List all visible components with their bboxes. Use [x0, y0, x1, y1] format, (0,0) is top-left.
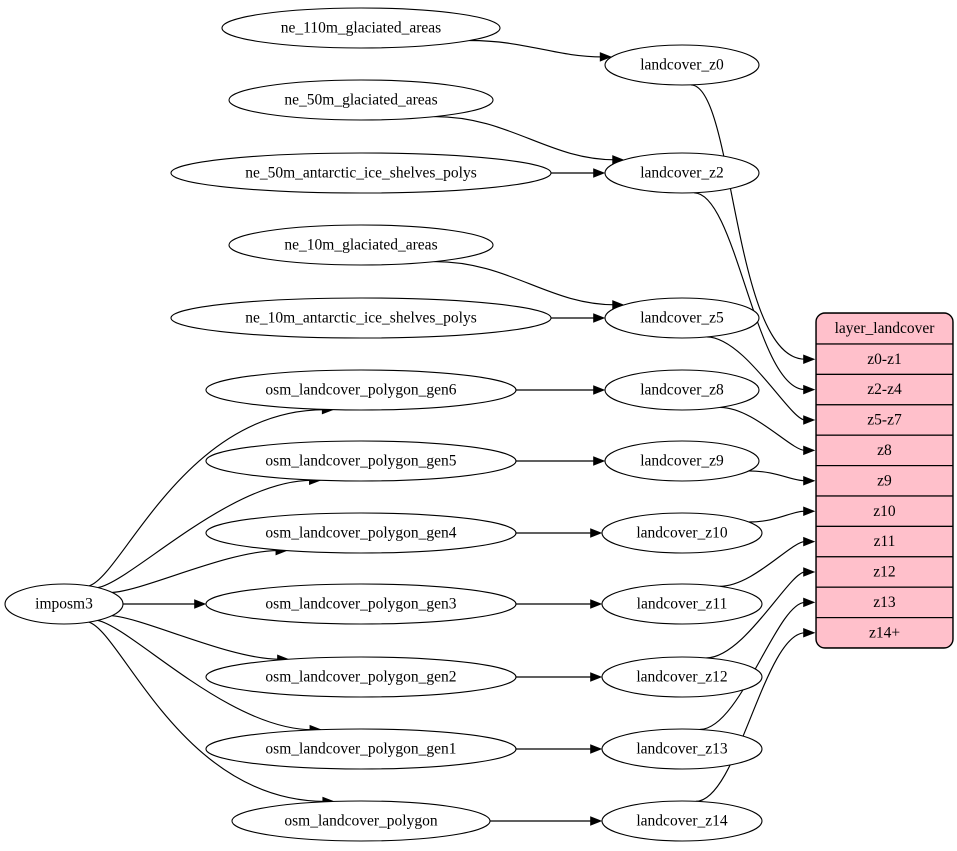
table-row-z10[interactable]: z10 — [816, 495, 953, 527]
node-osm_landcover_polygon_gen6[interactable]: osm_landcover_polygon_gen6 — [205, 369, 517, 411]
edge-osm_landcover_polygon_gen3-to-landcover_z11 — [516, 599, 603, 609]
table-header-cell: layer_landcover — [816, 313, 953, 345]
edge-imposm3-to-osm_landcover_polygon_gen3 — [123, 599, 207, 609]
edge-ne_50m_antarctic_ice_shelves_polys-to-landcover_z2 — [551, 168, 606, 178]
table-row-z5-z7[interactable]: z5-z7 — [816, 404, 953, 436]
node-landcover_z2[interactable]: landcover_z2 — [604, 152, 760, 194]
edge-landcover_z9-to-layer_landcover-z9 — [748, 470, 816, 486]
node-landcover_z9[interactable]: landcover_z9 — [604, 440, 760, 482]
node-osm_landcover_polygon_gen3[interactable]: osm_landcover_polygon_gen3 — [205, 583, 517, 625]
nodes-layer: ne_110m_glaciated_areas ne_50m_glaciated_… — [4, 7, 763, 842]
table-row-z2-z4[interactable]: z2-z4 — [816, 373, 953, 406]
node-osm_landcover_polygon[interactable]: osm_landcover_polygon — [231, 800, 491, 842]
edge-osm_landcover_polygon-to-landcover_z14 — [490, 816, 603, 826]
table-row-z12[interactable]: z12 — [816, 556, 953, 588]
edge-landcover_z2-to-layer_landcover-z2-z4 — [694, 192, 816, 395]
node-ne_10m_antarctic_ice_shelves_polys[interactable]: ne_10m_antarctic_ice_shelves_polys — [170, 297, 552, 339]
node-osm_landcover_polygon_gen1[interactable]: osm_landcover_polygon_gen1 — [205, 728, 517, 770]
edge-osm_landcover_polygon_gen6-to-landcover_z8 — [516, 385, 606, 395]
edge-landcover_z10-to-layer_landcover-z10 — [748, 506, 816, 523]
edge-landcover_z14-to-layer_landcover-z14+ — [695, 628, 816, 802]
node-landcover_z11[interactable]: landcover_z11 — [601, 583, 763, 625]
node-landcover_z14[interactable]: landcover_z14 — [601, 800, 763, 842]
table-row-z11[interactable]: z11 — [816, 525, 953, 558]
edge-imposm3-to-osm_landcover_polygon — [88, 621, 335, 807]
layer-landcover-table: layer_landcoverz0-z1z2-z4z5-z7z8z9z10z11… — [815, 312, 954, 649]
table-row-z13[interactable]: z13 — [816, 586, 953, 619]
node-landcover_z5[interactable]: landcover_z5 — [604, 297, 760, 339]
node-ne_50m_glaciated_areas[interactable]: ne_50m_glaciated_areas — [228, 79, 494, 121]
node-ne_10m_glaciated_areas[interactable]: ne_10m_glaciated_areas — [228, 224, 494, 266]
edge-landcover_z8-to-layer_landcover-z8 — [720, 406, 816, 456]
edge-osm_landcover_polygon_gen4-to-landcover_z10 — [516, 528, 603, 538]
edge-osm_landcover_polygon_gen2-to-landcover_z12 — [516, 672, 603, 682]
node-osm_landcover_polygon_gen5[interactable]: osm_landcover_polygon_gen5 — [205, 440, 517, 482]
table-row-z0-z1[interactable]: z0-z1 — [816, 343, 953, 375]
edge-landcover_z12-to-layer_landcover-z12 — [706, 567, 816, 659]
edge-landcover_z13-to-layer_landcover-z13 — [699, 597, 816, 731]
node-osm_landcover_polygon_gen4[interactable]: osm_landcover_polygon_gen4 — [205, 512, 517, 554]
edge-ne_10m_antarctic_ice_shelves_polys-to-landcover_z5 — [551, 313, 606, 323]
node-ne_50m_antarctic_ice_shelves_polys[interactable]: ne_50m_antarctic_ice_shelves_polys — [170, 152, 552, 194]
node-landcover_z10[interactable]: landcover_z10 — [601, 512, 763, 554]
edge-ne_110m_glaciated_areas-to-landcover_z0 — [469, 39, 612, 62]
edge-imposm3-to-osm_landcover_polygon_gen2 — [111, 615, 290, 665]
edge-landcover_z5-to-layer_landcover-z5-z7 — [706, 336, 816, 425]
edge-landcover_z0-to-layer_landcover-z0-z1 — [690, 84, 816, 364]
table-row-z14+[interactable]: z14+ — [816, 616, 953, 648]
table-row-z8[interactable]: z8 — [816, 434, 953, 467]
node-landcover_z13[interactable]: landcover_z13 — [601, 728, 763, 770]
edge-osm_landcover_polygon_gen1-to-landcover_z13 — [515, 744, 603, 754]
node-landcover_z8[interactable]: landcover_z8 — [604, 369, 760, 411]
node-ne_110m_glaciated_areas[interactable]: ne_110m_glaciated_areas — [221, 7, 501, 49]
edge-landcover_z11-to-layer_landcover-z11 — [719, 536, 816, 587]
edge-imposm3-to-osm_landcover_polygon_gen6 — [88, 404, 335, 587]
edges-layer — [88, 39, 816, 826]
node-osm_landcover_polygon_gen2[interactable]: osm_landcover_polygon_gen2 — [205, 656, 517, 698]
node-landcover_z0[interactable]: landcover_z0 — [604, 44, 760, 86]
edge-imposm3-to-osm_landcover_polygon_gen4 — [112, 545, 288, 594]
node-landcover_z12[interactable]: landcover_z12 — [601, 656, 763, 698]
table-row-z9[interactable]: z9 — [816, 465, 953, 497]
node-imposm3[interactable]: imposm3 — [4, 583, 124, 625]
edge-osm_landcover_polygon_gen5-to-landcover_z9 — [516, 456, 606, 466]
